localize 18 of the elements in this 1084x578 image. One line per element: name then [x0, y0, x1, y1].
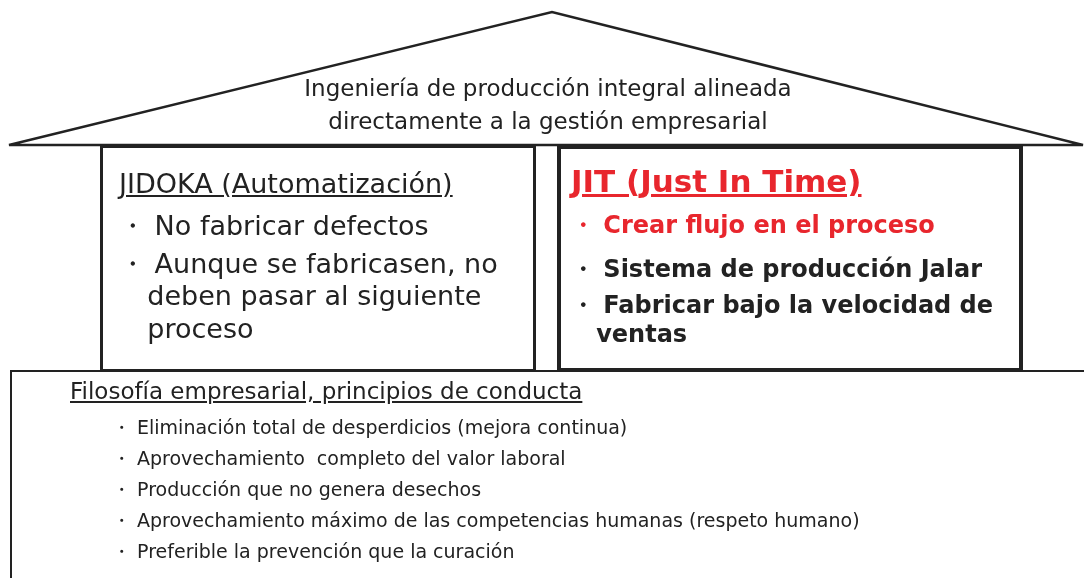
bullet-item: ・ Preferible la prevención que la curación: [112, 540, 516, 563]
bullet-item: ・ Aprovechamiento máximo de las competencias humanas (respeto humano): [112, 509, 861, 532]
pillar-box: [100, 145, 536, 372]
bullet-item: ・ Fabricar bajo la velocidad de ventas: [571, 291, 995, 349]
house-roof: [8, 10, 1084, 147]
bullet-item: ・ Sistema de producción Jalar: [571, 255, 984, 284]
bullet-item: ・ No fabricar defectos: [119, 210, 430, 243]
pillar-box: [557, 145, 1023, 372]
bullet-item: ・ Eliminación total de desperdicios (mejora continua): [112, 416, 629, 439]
bullet-item: ・ Producción que no genera desechos: [112, 478, 483, 501]
bullet-item: ・ Aunque se fabricasen, no deben pasar al siguiente proceso: [119, 248, 499, 346]
pillar-heading: JIDOKA (Automatización): [119, 168, 453, 201]
roof-title: Ingeniería de producción integral alineada directamente a la gestión empresarial: [303, 74, 793, 137]
bullet-item: ・ Aprovechamiento completo del valor laboral: [112, 447, 567, 470]
pillar-heading: JIT (Just In Time): [571, 163, 862, 201]
foundation-box: [10, 370, 1084, 578]
bullet-item: ・ Crear flujo en el proceso: [571, 211, 936, 240]
foundation-heading: Filosofía empresarial, principios de conducta: [70, 378, 583, 406]
